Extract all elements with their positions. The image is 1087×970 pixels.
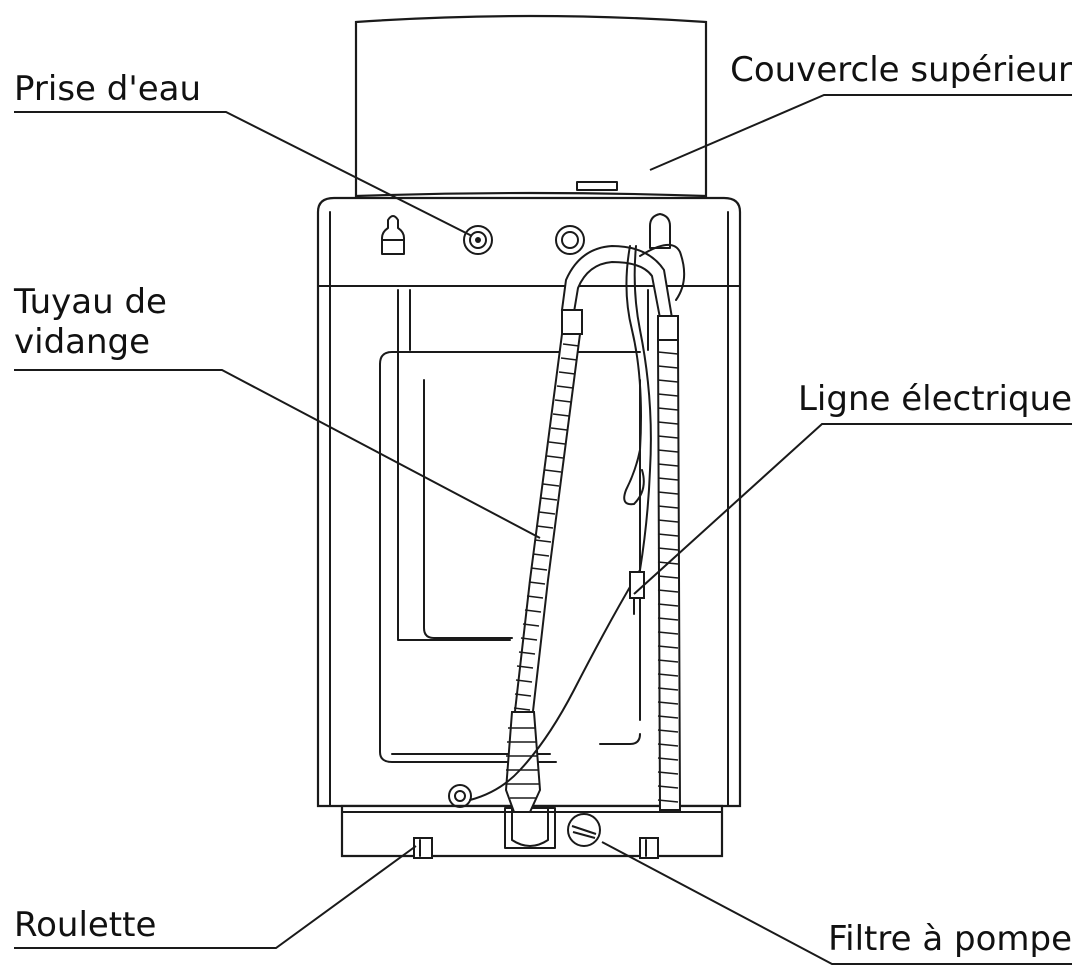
- leader-power-cord: [633, 423, 1072, 595]
- caster-left-icon: [413, 837, 433, 859]
- leader-water-inlet: [14, 111, 473, 237]
- pump-filter-icon: [567, 813, 601, 847]
- drain-hose: [504, 244, 682, 813]
- label-power-cord: Ligne électrique: [798, 379, 1072, 419]
- label-water-inlet: Prise d'eau: [14, 69, 201, 109]
- caster-right-icon: [639, 837, 659, 859]
- leader-caster: [14, 845, 417, 949]
- power-cord: [469, 244, 686, 801]
- leader-pump-filter: [601, 841, 1072, 965]
- label-drain-hose-line2: vidange: [14, 322, 150, 362]
- leader-drain-hose: [14, 369, 541, 539]
- label-top-cover: Couvercle supérieur: [730, 50, 1072, 90]
- water-inlet-secondary-icon: [555, 225, 585, 255]
- hanger-hook-right: [649, 213, 671, 249]
- grounding-screw-icon: [448, 784, 472, 808]
- label-caster: Roulette: [14, 905, 156, 945]
- callout-leaders: [14, 94, 1072, 965]
- top-cover: [354, 14, 708, 198]
- label-drain-hose-line1: Tuyau de: [13, 282, 167, 322]
- machine-body: [316, 196, 742, 858]
- hanger-hook-left: [381, 215, 405, 255]
- leader-top-cover: [649, 94, 1072, 171]
- label-pump-filter: Filtre à pompe: [828, 919, 1072, 959]
- water-inlet-icon: [463, 225, 493, 255]
